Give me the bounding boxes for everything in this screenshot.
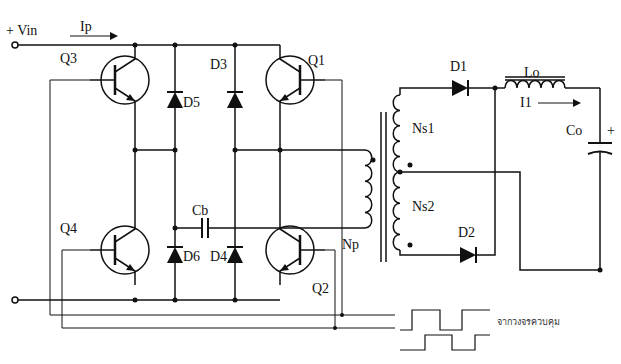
diode-label: D3: [210, 58, 227, 72]
diode-label: D1: [450, 60, 467, 74]
current-label: Ip: [80, 20, 92, 34]
capacitor-label: Co: [566, 124, 582, 138]
diode-label: D6: [183, 250, 200, 264]
transistor-label: Q4: [60, 222, 77, 236]
inductor-winding: [505, 81, 565, 89]
polarity-mark: +: [607, 124, 615, 138]
diode-label: D5: [183, 96, 200, 110]
winding-label: Np: [342, 238, 359, 252]
winding-label: Ns1: [412, 122, 435, 136]
coil-winding: [393, 172, 400, 250]
note-text: จากวงจรควบคุม: [497, 318, 560, 327]
coil-winding: [393, 95, 400, 172]
current-label: I1: [520, 96, 532, 110]
transistor-label: Q3: [60, 52, 77, 66]
transistor-label: Q1: [308, 54, 325, 68]
diode-label: D4: [210, 250, 227, 264]
winding-label: Ns2: [412, 200, 435, 214]
coil-winding: [365, 150, 372, 228]
supply-label: + Vin: [6, 24, 37, 38]
capacitor-label: Cb: [192, 204, 208, 218]
transistor-label: Q2: [312, 282, 329, 296]
diode-label: D2: [458, 226, 475, 240]
inductor-label: Lo: [524, 66, 540, 80]
